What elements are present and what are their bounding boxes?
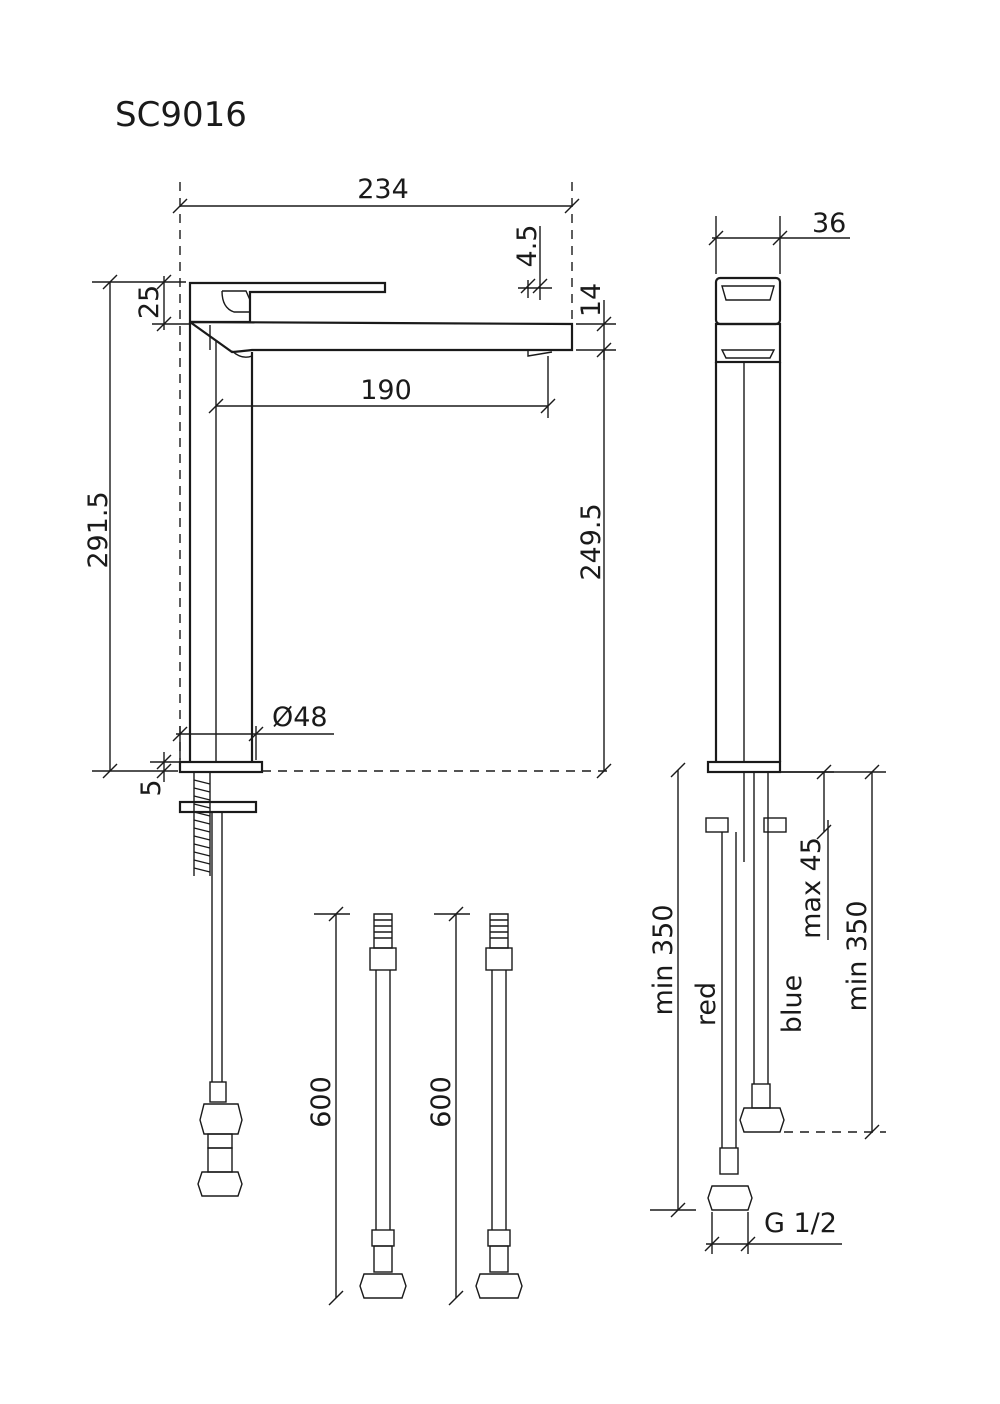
label-red: red [691, 982, 722, 1026]
dim-thread: G 1/2 [764, 1208, 837, 1239]
dim-hose-length-2: 600 [426, 1076, 457, 1128]
dim-hose-min-red: min 350 [648, 904, 679, 1015]
dim-side-depth: 36 [812, 208, 846, 239]
dim-hose-min-blue: min 350 [842, 900, 873, 1011]
dim-spout-thickness: 14 [576, 283, 607, 317]
model-title: SC9016 [115, 95, 247, 135]
front-view: 234 190 291.5 25 5 Ø48 [83, 174, 616, 1197]
hose-1: 600 [306, 906, 407, 1306]
mounting-plate [178, 800, 258, 814]
thread-hatching [193, 779, 211, 873]
dim-overall-length: 234 [357, 174, 409, 205]
dim-lever-height: 25 [134, 285, 165, 319]
dim-spout-height: 249.5 [576, 503, 607, 580]
dim-hose-length-1: 600 [306, 1076, 337, 1128]
dim-counter-max: max 45 [796, 837, 827, 939]
base-plate [178, 760, 264, 774]
dim-spout-reach: 190 [360, 375, 412, 406]
spout [189, 320, 574, 354]
hose-2: 600 [426, 906, 523, 1306]
dim-total-height: 291.5 [83, 491, 114, 568]
lever [188, 281, 387, 324]
dim-base-thickness: 5 [136, 779, 167, 796]
label-blue: blue [777, 975, 808, 1033]
dim-spout-gap: 4.5 [512, 225, 543, 268]
side-view: red blue 36 min 350 max 45 min 350 [648, 208, 886, 1254]
dim-base-diameter: Ø48 [272, 702, 328, 733]
